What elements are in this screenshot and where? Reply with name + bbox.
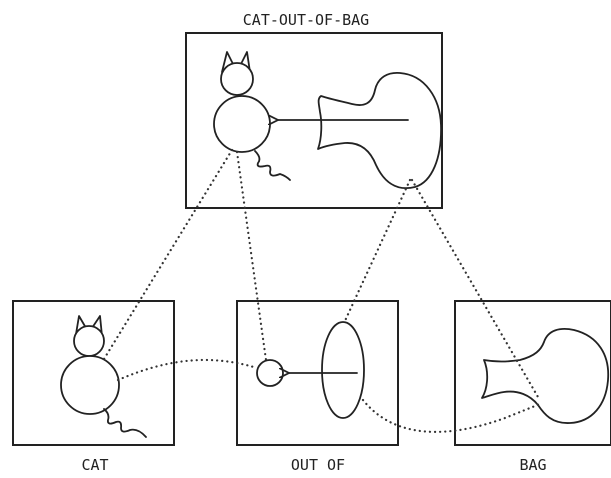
cat-icon [213,51,291,181]
out-of-icon [256,321,365,419]
out-of-label: OUT OF [291,456,345,474]
cat-icon [60,315,147,438]
dotted-connectors [102,148,542,433]
bag-icon [481,328,610,424]
connector-cat-to-cat [102,148,234,361]
small-circle-icon [256,359,284,387]
cat-label: CAT [81,456,108,474]
connector-cat-to-circle-curve [116,358,259,382]
connector-bag-to-bag [410,178,540,399]
composite-label: CAT-OUT-OF-BAG [243,11,369,29]
connector-bag-to-ellipse [342,178,412,325]
bag-icon [278,72,442,190]
connector-cat-to-circle [235,150,268,362]
bag-label: BAG [519,456,546,474]
connector-ellipse-to-bag-curve [361,398,542,433]
ellipse-icon [321,321,365,419]
